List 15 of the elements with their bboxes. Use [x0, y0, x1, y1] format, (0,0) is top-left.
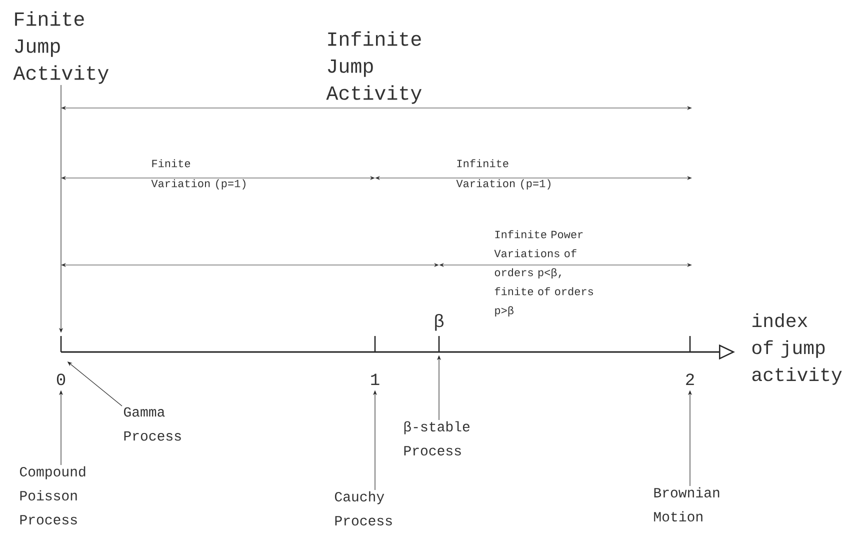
process-label: β-stable Process — [404, 421, 470, 456]
tick-label: 2 — [686, 336, 694, 385]
range-label: Finite Variation (p=1) — [151, 159, 246, 190]
heading: Infinite Jump Activity — [326, 31, 422, 104]
heading: Finite Jump Activity — [13, 11, 109, 84]
tick-label: 0 — [56, 336, 66, 386]
process-label: Cauchy Process — [334, 491, 392, 526]
tick-label: β — [435, 314, 444, 352]
process-label: Gamma Process — [124, 407, 181, 441]
range-label: Infinite Variation (p=1) — [456, 159, 550, 190]
process-label: Brownian Motion — [654, 487, 720, 522]
process-label: Compound Poisson Process — [20, 466, 86, 524]
axis-label: index of jump activity — [752, 313, 842, 385]
range-label: Infinite Power Variations of orders p<β, finite of orders p>β — [494, 230, 594, 316]
tick-label: 1 — [371, 336, 380, 385]
